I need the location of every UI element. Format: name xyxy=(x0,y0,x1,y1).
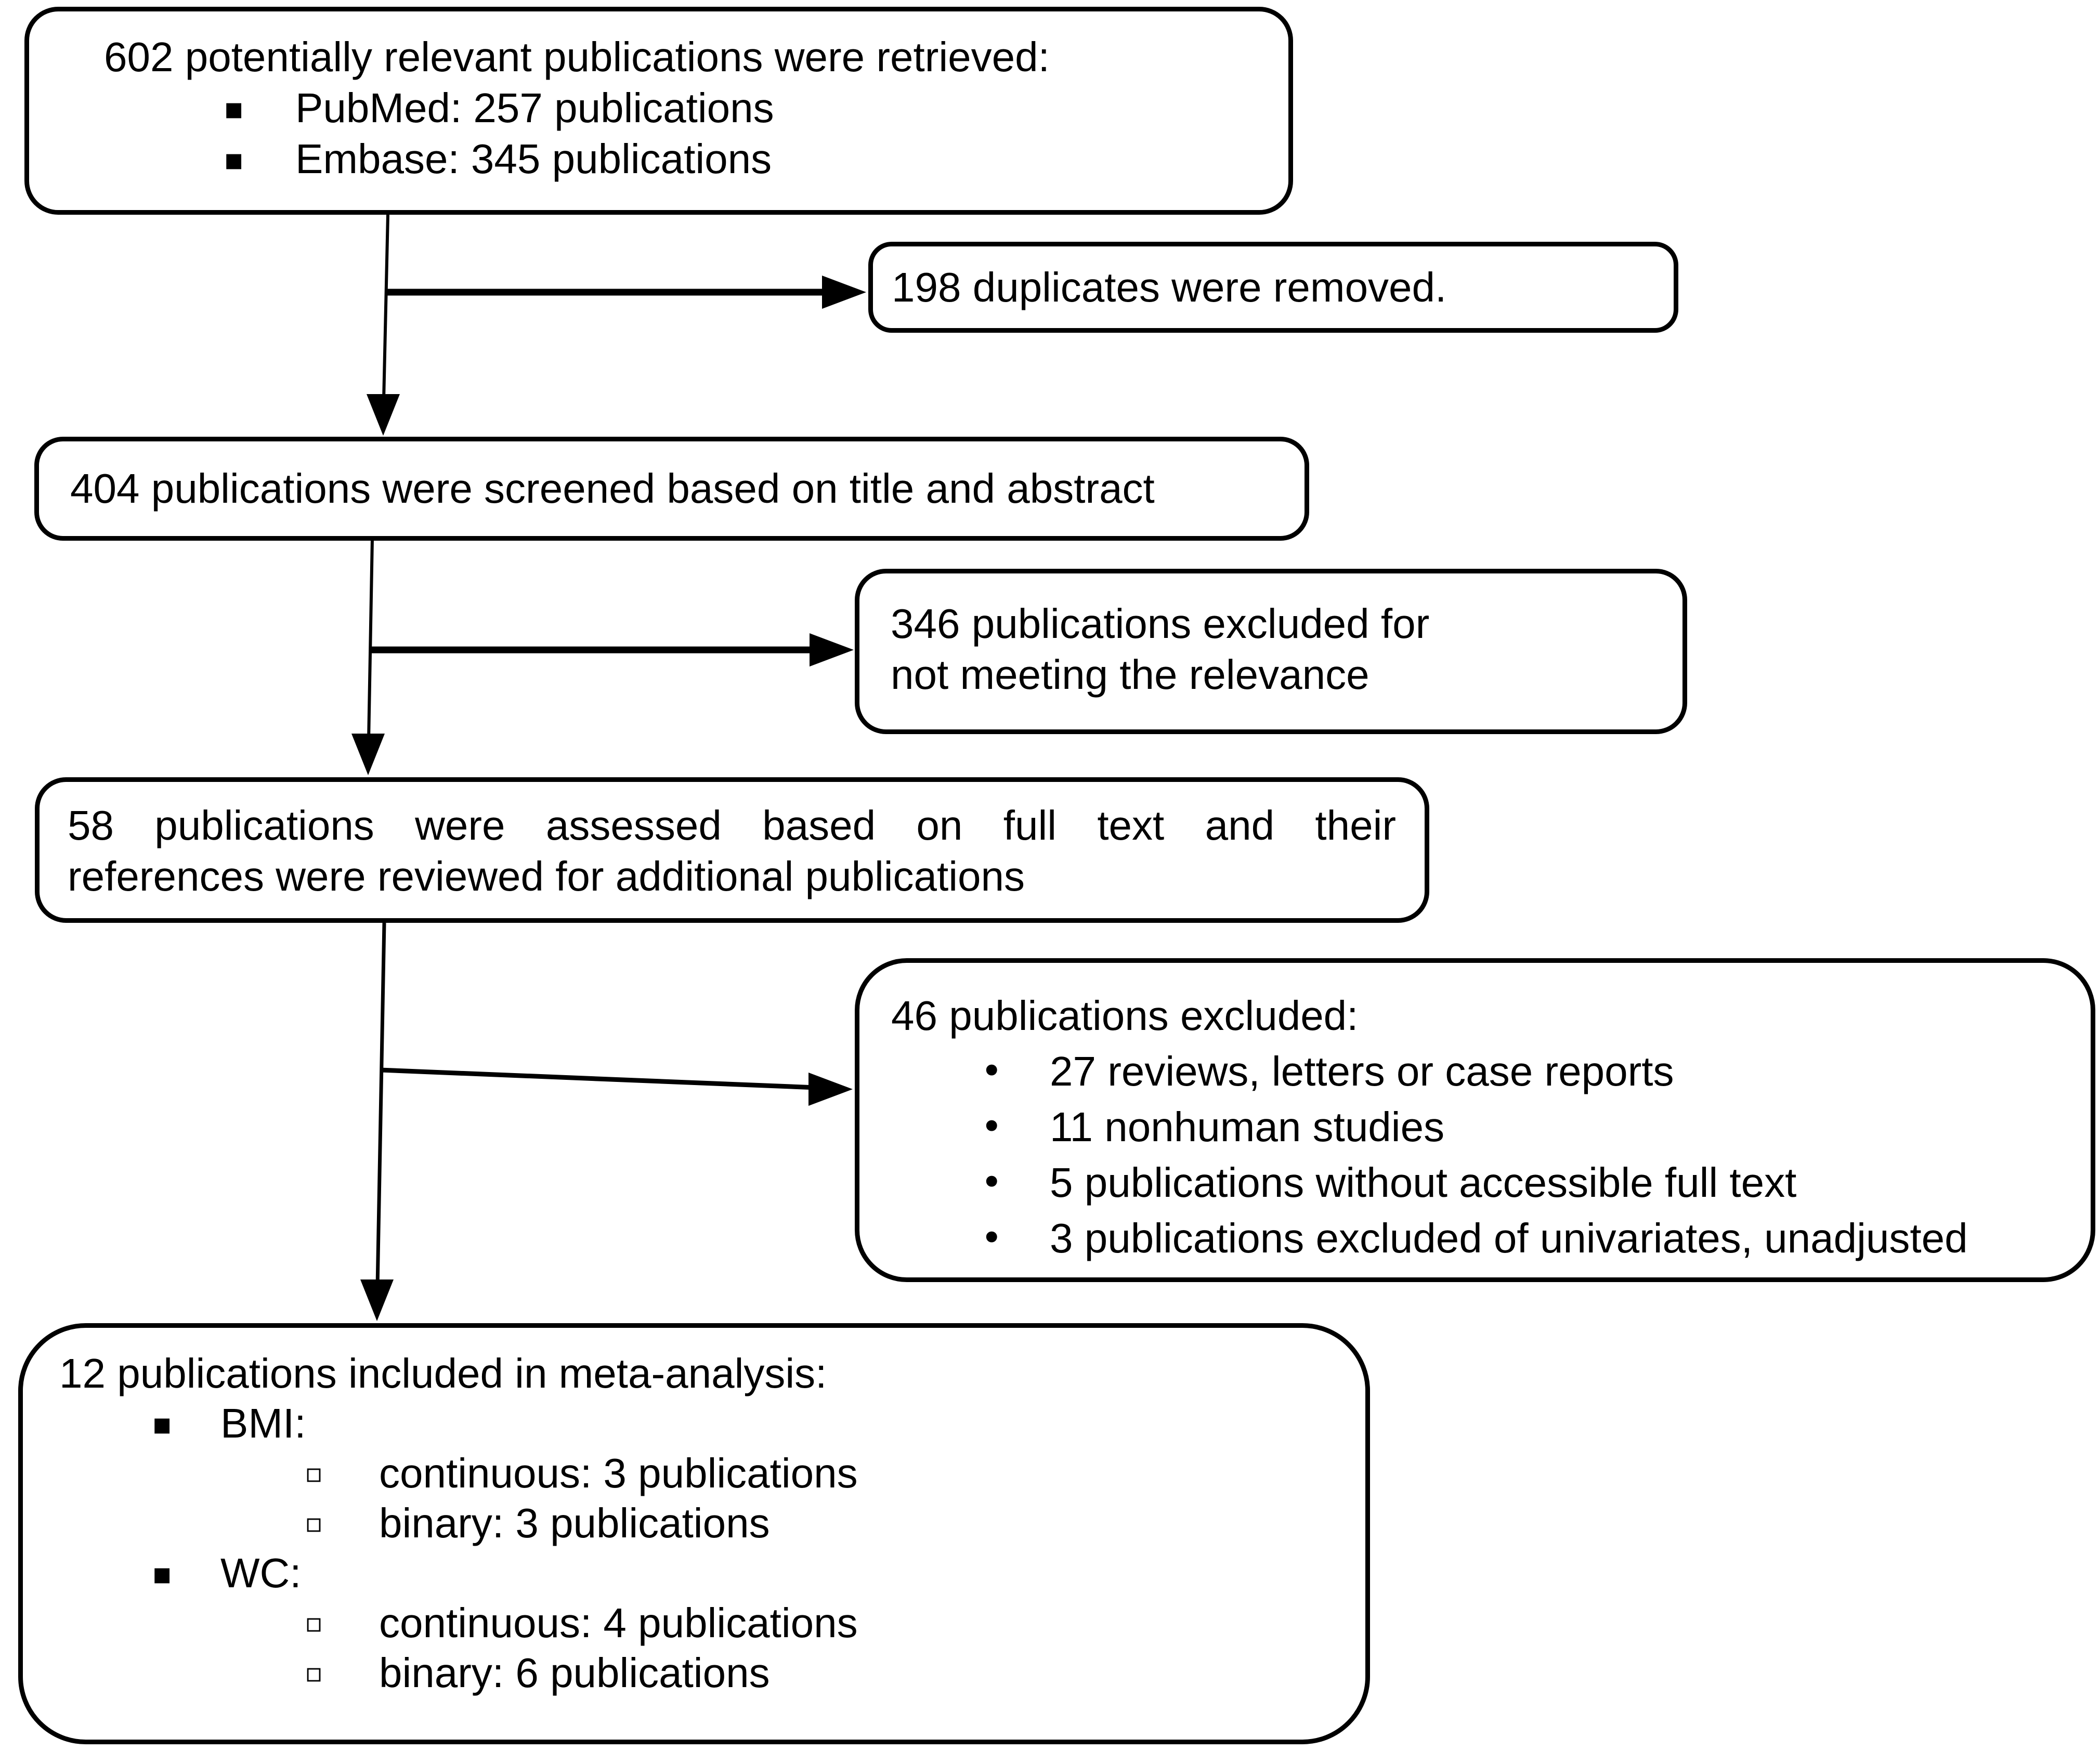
hollow-square-bullet-icon: ▫ xyxy=(305,1657,323,1689)
arrow-to-excluded-fulltext-line xyxy=(380,1067,817,1090)
arrow-screened-to-assessed-line xyxy=(367,538,374,741)
screened-text: 404 publications were screened based on … xyxy=(70,465,1155,512)
excluded-relevance-line-1: 346 publications excluded for xyxy=(891,600,1430,647)
dot-bullet-icon: • xyxy=(981,1049,1003,1093)
included-group-wc: ▪ WC: xyxy=(152,1548,1365,1598)
excluded-fulltext-item-label: 11 nonhuman studies xyxy=(1050,1104,1445,1150)
excluded-fulltext-item: • 3 publications excluded of univariates… xyxy=(981,1210,2091,1266)
box-assessed: 58 publications were assessed based on f… xyxy=(35,777,1429,923)
included-item-label: continuous: 3 publications xyxy=(379,1450,858,1496)
excluded-fulltext-title: 46 publications excluded: xyxy=(891,992,1359,1039)
box-retrieved: 602 potentially relevant publications we… xyxy=(24,7,1293,215)
box-excluded-fulltext: 46 publications excluded: • 27 reviews, … xyxy=(855,958,2095,1282)
arrow-assessed-to-included-line xyxy=(375,922,386,1287)
hollow-square-bullet-icon: ▫ xyxy=(305,1458,323,1489)
arrow-screened-to-assessed-head xyxy=(351,734,385,775)
retrieved-item-label: Embase: 345 publications xyxy=(295,136,772,182)
hollow-square-bullet-icon: ▫ xyxy=(305,1508,323,1539)
excluded-fulltext-item: • 27 reviews, letters or case reports xyxy=(981,1043,2091,1099)
square-bullet-icon: ▪ xyxy=(152,1556,173,1591)
box-excluded-relevance: 346 publications excluded for not meetin… xyxy=(855,569,1687,734)
box-duplicates: 198 duplicates were removed. xyxy=(868,242,1678,333)
retrieved-item-label: PubMed: 257 publications xyxy=(295,85,774,131)
included-item-label: continuous: 4 publications xyxy=(379,1600,858,1646)
excluded-relevance-line-2: not meeting the relevance xyxy=(891,651,1369,698)
assessed-line-1: 58 publications were assessed based on f… xyxy=(68,802,1396,848)
arrow-retrieved-to-screened-line xyxy=(382,214,389,401)
box-included: 12 publications included in meta-analysi… xyxy=(18,1323,1370,1744)
excluded-fulltext-item: • 5 publications without accessible full… xyxy=(981,1155,2091,1210)
retrieved-item-pubmed: ▪ PubMed: 257 publications xyxy=(224,83,1288,134)
retrieved-item-embase: ▪ Embase: 345 publications xyxy=(224,134,1288,185)
included-item-label: binary: 6 publications xyxy=(379,1650,770,1696)
included-item-label: binary: 3 publications xyxy=(379,1500,770,1546)
hollow-square-bullet-icon: ▫ xyxy=(305,1608,323,1639)
duplicates-text: 198 duplicates were removed. xyxy=(892,264,1447,310)
excluded-fulltext-item-label: 5 publications without accessible full t… xyxy=(1050,1159,1797,1206)
included-item: ▫ binary: 3 publications xyxy=(305,1498,1365,1548)
excluded-fulltext-item-label: 3 publications excluded of univariates, … xyxy=(1050,1215,1968,1261)
square-bullet-icon: ▪ xyxy=(224,90,244,126)
included-item: ▫ continuous: 4 publications xyxy=(305,1598,1365,1648)
included-title: 12 publications included in meta-analysi… xyxy=(59,1350,827,1396)
included-group-bmi: ▪ BMI: xyxy=(152,1399,1365,1448)
included-item: ▫ continuous: 3 publications xyxy=(305,1448,1365,1498)
dot-bullet-icon: • xyxy=(981,1216,1003,1260)
included-group-label: WC: xyxy=(220,1550,302,1596)
included-item: ▫ binary: 6 publications xyxy=(305,1648,1365,1698)
arrow-retrieved-to-screened-head xyxy=(367,394,400,436)
dot-bullet-icon: • xyxy=(981,1160,1003,1204)
arrow-to-excluded-relevance-head xyxy=(810,633,854,667)
dot-bullet-icon: • xyxy=(981,1105,1003,1148)
assessed-line-2: references were reviewed for additional … xyxy=(68,853,1025,899)
excluded-fulltext-item-label: 27 reviews, letters or case reports xyxy=(1050,1048,1674,1094)
arrow-assessed-to-included-head xyxy=(360,1279,394,1321)
arrow-to-excluded-fulltext-head xyxy=(808,1073,853,1106)
excluded-fulltext-item: • 11 nonhuman studies xyxy=(981,1099,2091,1155)
included-group-label: BMI: xyxy=(220,1400,306,1446)
box-screened: 404 publications were screened based on … xyxy=(34,437,1309,541)
square-bullet-icon: ▪ xyxy=(152,1406,173,1441)
retrieved-title: 602 potentially relevant publications we… xyxy=(104,34,1050,80)
arrow-to-duplicates-head xyxy=(822,276,866,309)
square-bullet-icon: ▪ xyxy=(224,141,244,177)
